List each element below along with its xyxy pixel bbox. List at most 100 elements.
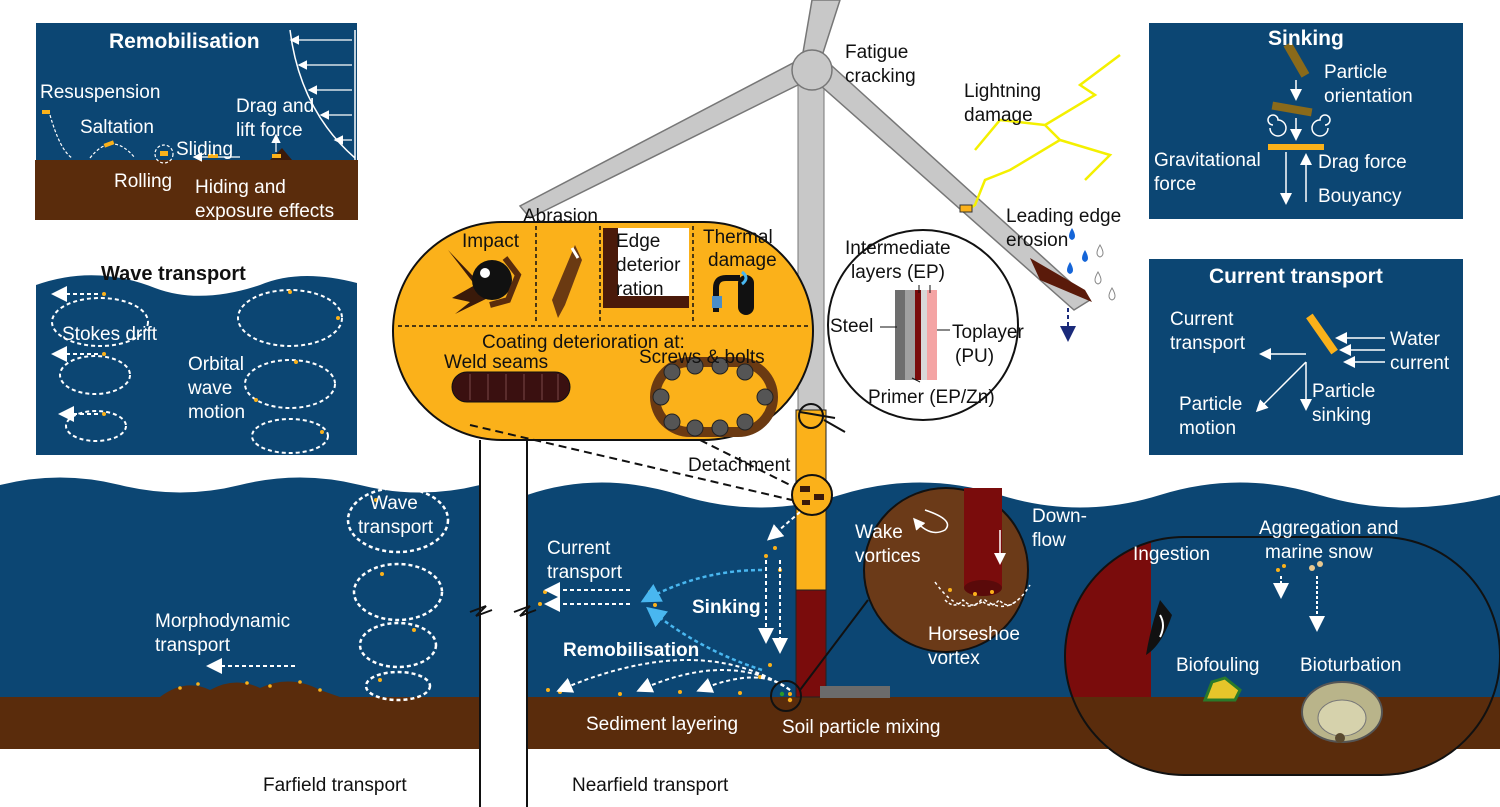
vortex-flow-lines [913,509,1031,608]
downflow-label-2: flow [1032,530,1066,551]
current-motion-2: motion [1179,418,1236,439]
biofouling-icon [1202,676,1242,702]
layer-primer: Primer (EP/Zn) [868,387,995,408]
current-transport-near-2: transport [547,562,623,583]
remob-hiding-1: Hiding and [195,177,286,198]
edge-label-2: deterior [616,255,681,276]
remob-rolling: Rolling [114,171,172,192]
nearfield-cyan-arrows [640,568,763,672]
scour-protection [820,686,890,698]
nearfield-arrows [544,560,791,693]
abrasion-icon [552,245,582,318]
remob-drag-1: Drag and [236,96,314,117]
wave-orbital-1: Orbital [188,354,244,375]
downflow-label-1: Down- [1032,506,1087,527]
lightning-label-1: Lightning [964,81,1041,102]
wave-stokes: Stokes drift [62,324,158,345]
impact-icon [448,250,522,314]
fatigue-label-2: cracking [845,66,916,87]
farfield-orbits [346,486,450,702]
current-transport-near-1: Current [547,538,611,559]
current-title: Current transport [1209,265,1383,288]
zoom-connectors [469,411,846,501]
screws-label: Screws & bolts [639,347,765,368]
remobilisation-title: Remobilisation [109,30,260,53]
weld-seam-ridges [469,374,559,400]
current-water-1: Water [1390,329,1441,350]
lightning-strike-mark [959,204,973,213]
horseshoe-label-1: Horseshoe [928,624,1020,645]
detachment-flakes [800,486,824,505]
thermal-label-2: damage [708,250,777,271]
abrasion-label: Abrasion [523,206,598,227]
biology-pill [1064,536,1500,776]
soil-mixing-label: Soil particle mixing [782,717,940,738]
current-transport-1: Current [1170,309,1234,330]
bioturbation-icon [1301,681,1383,743]
bioturbation-label: Bioturbation [1300,655,1401,676]
wave-transport-far-1: Wave [370,493,418,514]
wake-label-2: vortices [855,546,920,567]
marine-snow-arrows [1273,576,1325,632]
sediment-mounds [160,681,340,697]
sinking-grav-2: force [1154,174,1196,195]
sinking-panel [1147,21,1465,221]
weld-seam-icon [451,371,571,403]
leading-edge-label-2: erosion [1006,230,1068,251]
sinking-title: Sinking [1268,27,1344,50]
remobilisation-panel [34,21,359,221]
lightning-label-2: damage [964,105,1033,126]
sediment-layering-label: Sediment layering [586,714,738,735]
coating-layers-icon [895,290,937,380]
remobilisation-near-label: Remobilisation [563,640,699,661]
farfield-particles [374,498,416,682]
current-motion-1: Particle [1179,394,1242,415]
pile-break-right [513,605,537,617]
marine-snow [1276,561,1323,572]
sinking-orientation-2: orientation [1324,86,1413,107]
layer-leader-lines [880,285,950,383]
screws-bolts-icon [650,357,778,437]
layer-toplayer-2: (PU) [955,346,994,367]
remob-sliding: Sliding [176,139,233,160]
current-sinking-2: sinking [1312,405,1371,426]
lightning-bolt [964,54,1121,214]
remob-drag-2: lift force [236,120,303,141]
ingestion-label: Ingestion [1133,544,1210,565]
horseshoe-label-2: vortex [928,648,980,669]
eroded-leading-edge [1030,258,1092,302]
thermal-damage-icon [712,270,754,315]
turbine-hub [791,49,833,91]
impact-label: Impact [462,231,520,252]
coating-title: Coating deterioration at: [482,332,685,353]
tower-splash-zone [795,589,827,698]
scour-vortex-circle [863,487,1029,653]
current-water-2: current [1390,353,1450,374]
morpho-label-2: transport [155,635,231,656]
current-sinking-1: Particle [1312,381,1375,402]
current-transport-panel [1147,257,1465,457]
layer-intermediate-2: layers (EP) [851,262,945,283]
sinking-buoyancy: Bouyancy [1318,186,1402,207]
aggregation-label-2: marine snow [1265,542,1373,563]
fatigue-label-1: Fatigue [845,42,908,63]
detachment-label: Detachment [688,455,791,476]
soil-mixing-ring [770,680,802,712]
monopile-outline [479,440,528,807]
sinking-orientation-1: Particle [1324,62,1387,83]
sinking-grav-1: Gravitational [1154,150,1261,171]
edge-label-1: Edge [616,231,660,252]
layer-zoom-ring [798,403,824,429]
thermal-label-1: Thermal [703,227,773,248]
wave-transport-panel [34,257,359,457]
vortex-connector [799,599,869,691]
leading-edge-label-1: Leading edge [1006,206,1121,227]
aggregation-label-1: Aggregation and [1259,518,1398,539]
remob-hiding-2: exposure effects [195,201,334,222]
wave-transport-far-2: transport [358,517,434,538]
remob-saltation: Saltation [80,117,154,138]
nearfield-label: Nearfield transport [572,775,729,796]
detachment-circle [791,474,833,516]
layer-intermediate-1: Intermediate [845,238,951,259]
